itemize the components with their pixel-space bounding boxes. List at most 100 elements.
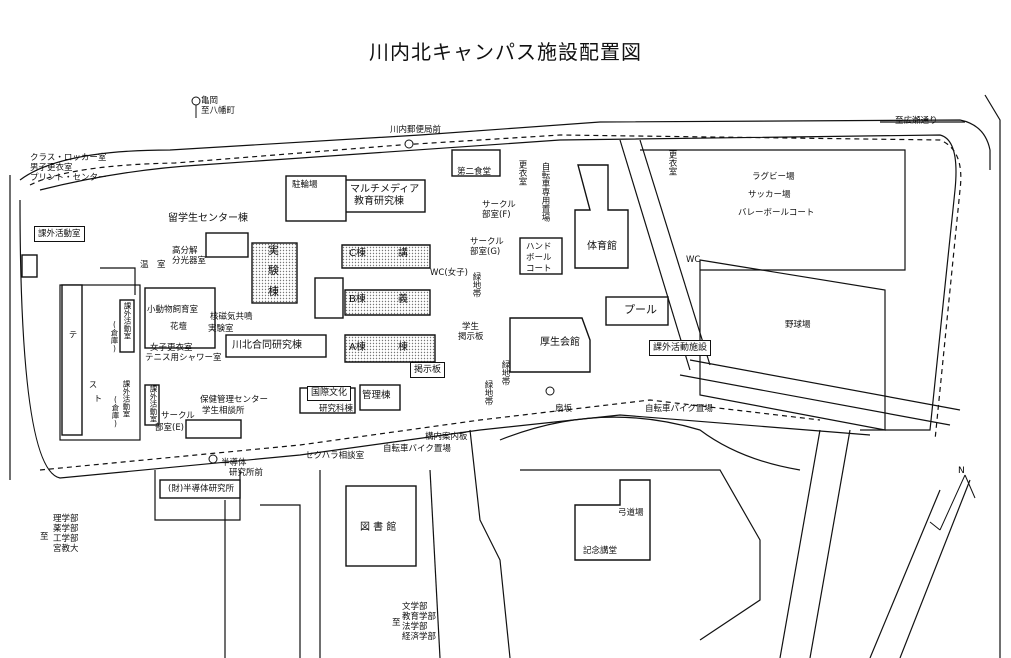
- label-kagai-vertical-2: 課外活動室: [122, 380, 131, 418]
- label-keizaigakubu: 経済学部: [402, 632, 437, 642]
- label-ryokuchitai-2: 緑地帯: [483, 380, 493, 406]
- label-jitensha-bike: 自転車バイク置場: [383, 444, 451, 454]
- label-handoutai-2: 研究所前: [229, 468, 264, 478]
- roads: [9, 94, 1001, 658]
- label-kadan: 花壇: [170, 322, 188, 332]
- label-class-locker: クラス・ロッカー室: [30, 153, 107, 163]
- label-hogakubu: 法学部: [402, 622, 428, 632]
- label-kokusai-1: 国際文化: [311, 388, 348, 398]
- label-jitsu: 実: [268, 244, 279, 257]
- map-title: 川内北キャンパス施設配置図: [369, 40, 642, 64]
- label-circle-f-2: 部室(F): [482, 210, 511, 220]
- label-kanri: 管理棟: [362, 390, 391, 401]
- label-koui-shitsu: 更衣室: [517, 160, 527, 186]
- label-kou: 講: [398, 248, 408, 259]
- label-to-bottom: 至: [392, 618, 401, 628]
- label-toshokan: 図 書 館: [360, 522, 397, 533]
- label-yakyujo: 野球場: [785, 320, 811, 330]
- label-joshi-koui: 女子更衣室: [150, 343, 193, 353]
- label-koubunshi: 高分解: [172, 246, 198, 256]
- label-kagai-shisetsu: 課外活動施設: [649, 340, 712, 356]
- label-circle-e: サークル: [161, 411, 195, 421]
- label-ryokuchitai-1: 緑地帯: [471, 272, 481, 298]
- label-keijiban: 掲示板: [410, 362, 446, 378]
- label-bungakubu: 文学部: [402, 602, 428, 612]
- label-gakusei: 学生: [462, 322, 480, 332]
- label-onshitsu: 温 室: [140, 260, 166, 270]
- bus-stop-kawauchi-post: 川内郵便局前: [390, 125, 442, 135]
- label-volleyball: バレーボールコート: [738, 208, 815, 218]
- label-hoken-vertical: 課外活動室: [149, 385, 158, 423]
- label-ken: 験: [268, 264, 279, 277]
- label-storage-1: (倉庫): [110, 320, 119, 353]
- bus-stops: [191, 96, 555, 464]
- label-soccer: サッカー場: [748, 190, 791, 200]
- label-kokusai-2: 研究科棟: [319, 404, 354, 414]
- label-rigakubu: 理学部: [53, 514, 79, 524]
- label-jitensha-bike-2: 自転車バイク置場: [645, 404, 713, 414]
- label-handball-2: ボール: [526, 253, 552, 263]
- label-bunkou: 分光器室: [172, 256, 207, 266]
- label-multimedia-2: 教育研究棟: [354, 196, 404, 207]
- to-hirose-label: 至広瀬通り: [895, 116, 938, 126]
- label-multimedia: マルチメディア: [350, 184, 420, 195]
- label-kounai-annai: 構内案内板: [425, 432, 468, 442]
- label-wc-1: WC: [686, 255, 701, 265]
- label-tou: 棟: [268, 285, 279, 298]
- label-kyoikugakubu: 教育学部: [402, 612, 437, 622]
- label-koui-right: 更衣室: [667, 150, 677, 176]
- label-b-tou: B棟: [349, 294, 366, 305]
- label-yakugakubu: 薬学部: [53, 524, 79, 534]
- label-kagai-vertical-1: 課外活動室: [123, 302, 132, 340]
- label-handoutai-ken: (財)半導体研究所: [168, 484, 235, 494]
- label-ougisaka: 扇坂: [555, 404, 573, 414]
- label-circle-g: サークル: [470, 237, 504, 247]
- label-print-center: プリント・センター: [30, 173, 107, 183]
- label-circle-g-2: 部室(G): [470, 247, 501, 257]
- north-arrow: [929, 474, 976, 531]
- label-tou-2: 棟: [398, 342, 408, 353]
- label-handoutai: 半導体: [221, 458, 247, 468]
- label-gakusei-soudan: 学生相談所: [202, 406, 245, 416]
- label-daini-shokudo: 第二食堂: [457, 167, 492, 177]
- label-c-tou: C棟: [349, 248, 366, 259]
- label-tennis-3: ト: [92, 394, 102, 403]
- label-chuurinjo: 駐輪場: [292, 180, 318, 190]
- label-circle-f: サークル: [482, 200, 516, 210]
- label-wc-women: WC(女子): [430, 268, 468, 278]
- label-pool: プール: [624, 303, 657, 316]
- buildings: [21, 149, 669, 567]
- label-a-tou: A棟: [349, 342, 366, 353]
- label-circle-e-2: 部室(E): [155, 423, 185, 433]
- label-kouseikaikan: 厚生会館: [540, 337, 580, 348]
- label-kakujiki: 核磁気共鳴: [210, 312, 253, 322]
- label-gi: 義: [398, 294, 408, 305]
- north-label: N: [958, 466, 965, 476]
- label-ryokuchitai-3: 緑地帯: [500, 360, 510, 386]
- label-storage-2: (倉庫): [111, 395, 120, 428]
- label-handball-3: コート: [526, 264, 552, 274]
- label-gakusei-2: 掲示板: [458, 332, 484, 342]
- label-kogakubu: 工学部: [53, 534, 79, 544]
- label-kinen-kodo: 記念講堂: [583, 546, 618, 556]
- label-kyudojo: 弓道場: [618, 508, 644, 518]
- label-tennis-shower: テニス用シャワー室: [145, 353, 222, 363]
- label-kakujiki-2: 実験室: [208, 324, 234, 334]
- label-tennis-2: ス: [87, 380, 97, 389]
- label-tennis-1: テ: [67, 330, 77, 339]
- label-kagai-left: 課外活動室: [34, 226, 85, 242]
- bus-stop-kameoka-to: 至八幡町: [201, 106, 236, 116]
- bus-stop-kameoka: 亀岡: [201, 96, 219, 106]
- label-rugby: ラグビー場: [752, 172, 795, 182]
- label-kawakita-goudou: 川北合同研究棟: [232, 340, 302, 351]
- label-sekuhara: セクハラ相談室: [305, 451, 365, 461]
- label-to-left: 至: [40, 532, 49, 542]
- label-hoken: 保健管理センター: [200, 395, 269, 405]
- label-miyakyodai: 宮教大: [53, 544, 79, 554]
- label-mens-locker: 男子更衣室: [30, 163, 73, 173]
- label-kokusai: 国際文化: [307, 386, 352, 401]
- label-handball: ハンド: [526, 242, 552, 252]
- label-ryugakusei: 留学生センター棟: [168, 213, 248, 224]
